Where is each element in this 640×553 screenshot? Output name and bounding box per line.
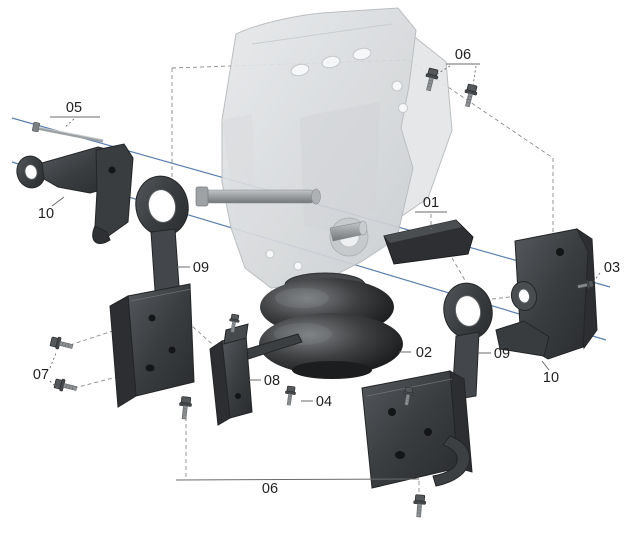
ghost-slot-hole xyxy=(290,63,310,77)
ghost-recess xyxy=(300,102,380,232)
hanger-plate xyxy=(94,143,134,238)
leader-07-dotted-2 xyxy=(49,380,59,390)
leader-lines xyxy=(49,63,601,481)
eye-hole xyxy=(24,164,38,180)
hook-tab xyxy=(92,225,111,244)
air-bellows-02 xyxy=(259,272,403,379)
ghost-slot-hole xyxy=(321,55,341,69)
rod-head xyxy=(32,121,40,133)
part-labels: 05 06 10 09 01 03 02 09 10 07 08 04 06 xyxy=(33,47,620,497)
top-tab xyxy=(223,323,249,345)
ghost-hole xyxy=(293,261,303,271)
foot xyxy=(495,320,550,357)
label-10-right: 10 xyxy=(543,370,559,386)
bolt-06-bottom-1 xyxy=(177,395,193,420)
leader-07-dotted-1 xyxy=(49,352,57,369)
label-05: 05 xyxy=(66,100,82,116)
channel-flange xyxy=(209,340,231,426)
label-09-right: 09 xyxy=(494,346,510,362)
arm-hole xyxy=(108,166,116,174)
rod-highlight xyxy=(38,126,104,141)
label-03: 03 xyxy=(604,260,620,276)
bracket-08 xyxy=(209,323,303,426)
bracket-09-right xyxy=(361,282,493,489)
pin-shaft xyxy=(204,189,316,204)
pad-top-face xyxy=(384,220,462,243)
plate-hole xyxy=(168,346,176,354)
label-08: 08 xyxy=(264,373,280,389)
leader-06top-dotted-2 xyxy=(472,65,477,87)
bracket-10-left xyxy=(16,143,134,244)
ghost-hole xyxy=(265,249,275,259)
bracket-10-right xyxy=(495,228,598,360)
ring-hole xyxy=(454,295,482,327)
label-02: 02 xyxy=(416,345,432,361)
bolt-05-long xyxy=(32,121,104,143)
leader-03-dotted xyxy=(593,272,601,282)
plate-hole xyxy=(388,408,396,416)
side-flange xyxy=(449,370,473,473)
label-06-top: 06 xyxy=(455,47,471,63)
bellows-base-edge xyxy=(292,361,372,379)
bolt-07-2 xyxy=(53,377,79,395)
ghost-hole xyxy=(391,80,403,92)
bolt-06-top-2 xyxy=(461,83,479,109)
pad-part-01 xyxy=(383,219,474,265)
label-07: 07 xyxy=(33,367,49,383)
leader-05-dotted xyxy=(63,118,75,129)
bellows-bottom-lobe xyxy=(259,313,403,375)
label-09-left: 09 xyxy=(193,260,209,276)
bolt-04 xyxy=(283,385,297,407)
plate-hole xyxy=(148,314,156,322)
dashed-link-07a xyxy=(69,321,141,346)
label-10-left: 10 xyxy=(38,206,54,222)
plate-slot xyxy=(145,364,155,372)
ghost-fold-line xyxy=(251,23,393,45)
pin-head xyxy=(195,186,209,207)
bellows-highlight xyxy=(275,288,329,308)
side-flange xyxy=(109,295,137,408)
ghost-hole xyxy=(398,103,408,113)
bolt-06-bottom-2 xyxy=(412,494,427,518)
plate-hole xyxy=(556,248,564,256)
hook-strap xyxy=(432,435,471,487)
label-04: 04 xyxy=(316,394,332,410)
channel-hole xyxy=(235,393,241,399)
leader-10-left xyxy=(51,196,65,207)
ghost-slot-hole xyxy=(352,47,372,61)
pin-end-cap xyxy=(311,188,321,205)
fold-edge xyxy=(130,288,192,302)
pivot-pin xyxy=(195,186,368,242)
label-06-bottom: 06 xyxy=(262,481,278,497)
label-01: 01 xyxy=(423,195,439,211)
mount-plate xyxy=(127,283,195,397)
ring-hole xyxy=(147,189,177,223)
leader-06-bottom-line xyxy=(175,478,420,481)
rod-shaft xyxy=(38,127,104,143)
bushing-end xyxy=(358,220,368,236)
eye-hole xyxy=(517,288,531,304)
dashed-link-01-ring xyxy=(451,257,467,283)
plate-hole xyxy=(424,428,432,436)
bracket-09-left xyxy=(109,175,195,408)
bolt-07-1 xyxy=(49,335,75,353)
leader-10-right xyxy=(541,360,550,371)
plate-slot xyxy=(395,451,405,459)
